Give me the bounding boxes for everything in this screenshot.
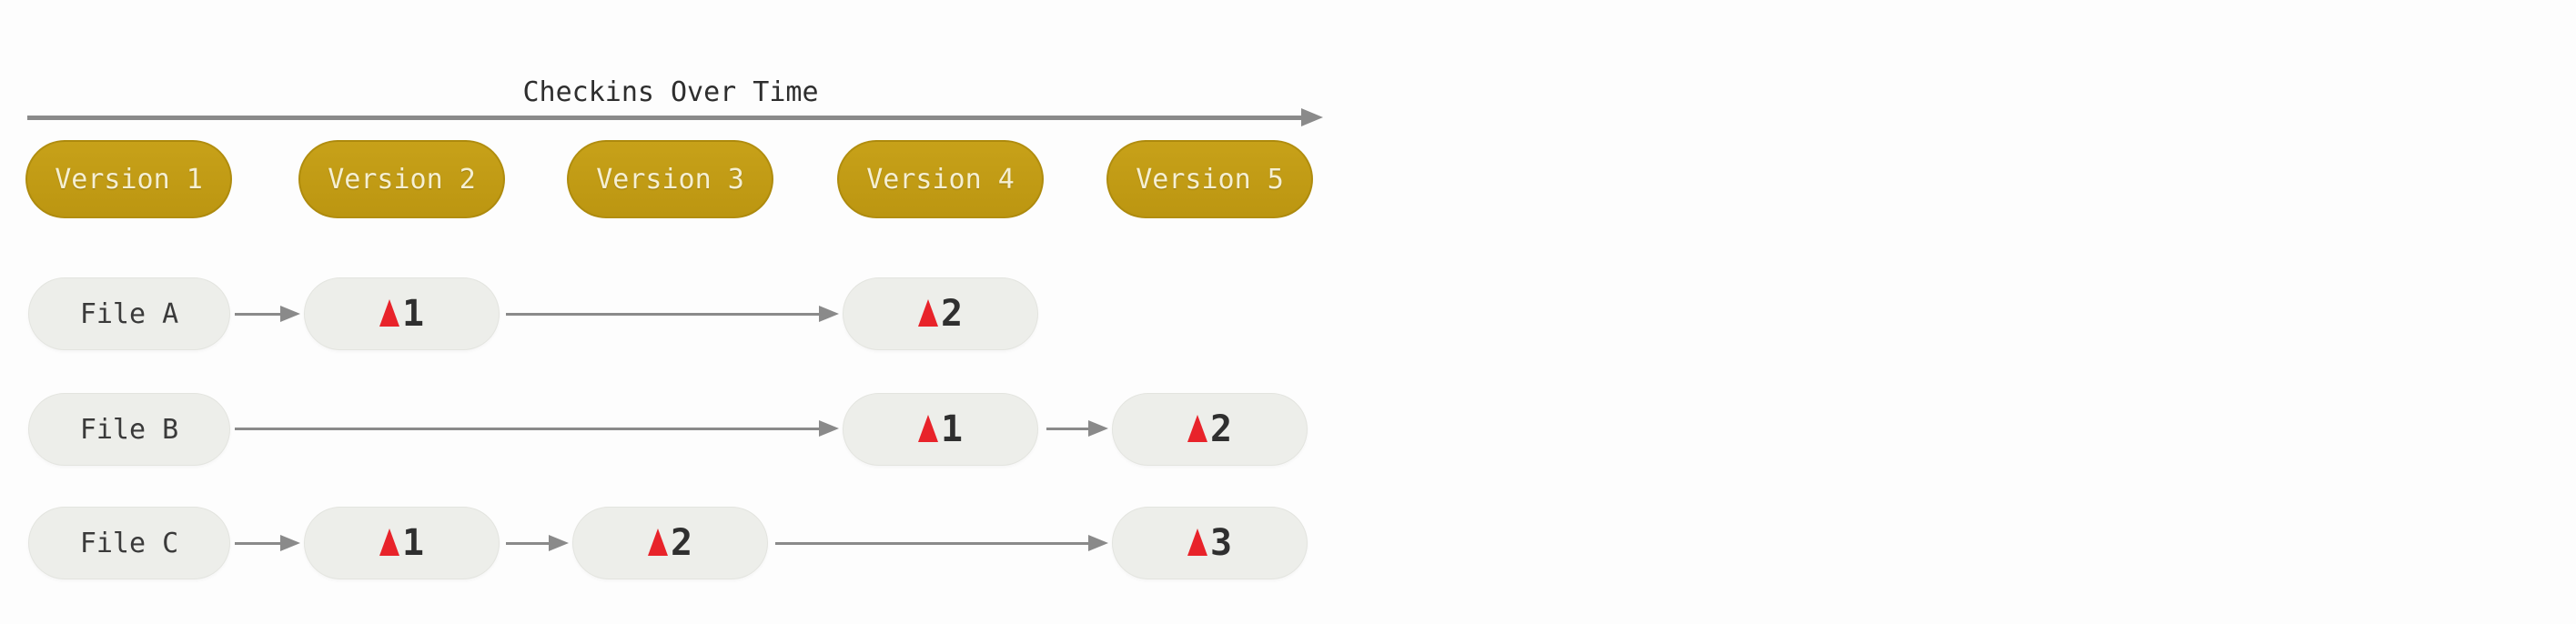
file-b-delta-1-pill: 1 [843, 393, 1038, 466]
delta-triangle-icon [917, 299, 938, 327]
delta-triangle-icon [1187, 528, 1207, 556]
delta-triangle-icon [379, 299, 399, 327]
version-pill-5: Version 5 [1106, 140, 1313, 218]
timeline-arrow [27, 108, 1323, 126]
flow-arrow [506, 306, 839, 322]
delta-number: 2 [1209, 408, 1233, 450]
file-a-delta-2-pill: 2 [843, 277, 1038, 350]
diagram-title: Checkins Over Time [522, 76, 819, 108]
delta-triangle-icon [647, 528, 668, 556]
file-c-delta-2-pill: 2 [572, 507, 768, 579]
delta-triangle-icon [917, 415, 938, 442]
timeline-arrowhead-icon [1301, 108, 1323, 126]
delta-number: 3 [1209, 522, 1233, 564]
file-b-delta-2-pill: 2 [1112, 393, 1308, 466]
flow-arrow [235, 306, 300, 322]
file-c-pill: File C [28, 507, 230, 579]
file-c-delta-1-pill: 1 [304, 507, 500, 579]
delta-triangle-icon [1187, 415, 1207, 442]
file-c-delta-3-pill: 3 [1112, 507, 1308, 579]
version-pill-2: Version 2 [298, 140, 505, 218]
delta-number: 1 [401, 522, 425, 564]
delta-number: 1 [940, 408, 964, 450]
file-a-delta-1-pill: 1 [304, 277, 500, 350]
flow-arrow [506, 535, 569, 551]
file-b-pill: File B [28, 393, 230, 466]
version-pill-1: Version 1 [25, 140, 232, 218]
file-a-pill: File A [28, 277, 230, 350]
version-pill-3: Version 3 [567, 140, 773, 218]
flow-arrow [1046, 420, 1108, 437]
delta-number: 2 [670, 522, 693, 564]
delta-triangle-icon [379, 528, 399, 556]
flow-arrow [235, 535, 300, 551]
flow-arrow [775, 535, 1108, 551]
version-pill-4: Version 4 [837, 140, 1044, 218]
delta-number: 2 [940, 293, 964, 335]
flow-arrow [235, 420, 839, 437]
delta-number: 1 [401, 293, 425, 335]
